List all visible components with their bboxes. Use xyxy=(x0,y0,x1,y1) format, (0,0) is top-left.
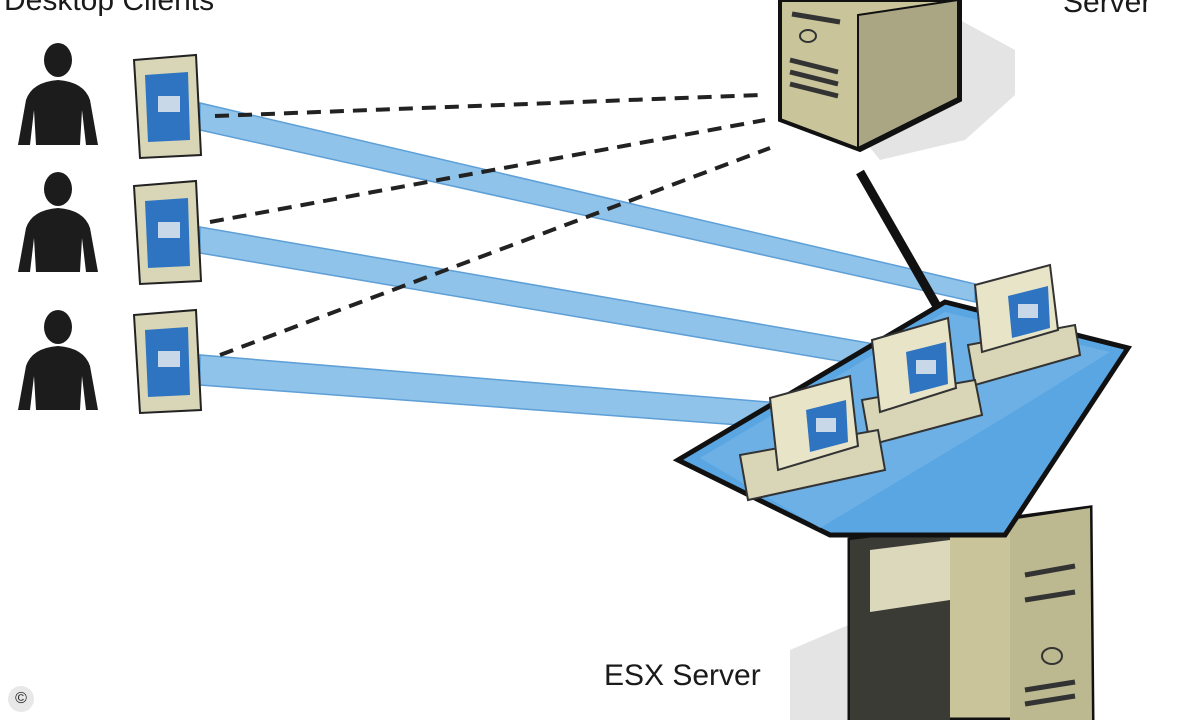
esx-shadow xyxy=(790,620,860,720)
person-icon xyxy=(18,43,98,145)
dashed-connections xyxy=(209,93,771,357)
dashed-line-1 xyxy=(214,93,761,118)
esx-server-label: ESX Server xyxy=(604,659,761,692)
virtual-machine-icon xyxy=(860,316,984,447)
virtual-machine-icon xyxy=(738,374,887,502)
server-label: Server xyxy=(1063,0,1152,19)
person-icon xyxy=(18,172,98,272)
desktop-clients-label: Desktop Clients xyxy=(4,0,215,17)
thin-client-icon xyxy=(132,179,203,286)
server-tower-icon xyxy=(778,0,962,153)
person-icon xyxy=(18,310,98,410)
esx-server-tower-icon xyxy=(847,505,1095,723)
virtual-machine-icon xyxy=(966,263,1082,387)
copyright-badge: © xyxy=(8,686,34,712)
dashed-line-2 xyxy=(209,118,766,224)
thin-client-icon xyxy=(132,308,203,415)
connection-beams xyxy=(199,102,976,429)
dashed-line-3 xyxy=(219,146,771,357)
thin-client-icon xyxy=(132,53,203,160)
beam-3 xyxy=(199,354,781,429)
server-esx-connector xyxy=(856,169,946,318)
